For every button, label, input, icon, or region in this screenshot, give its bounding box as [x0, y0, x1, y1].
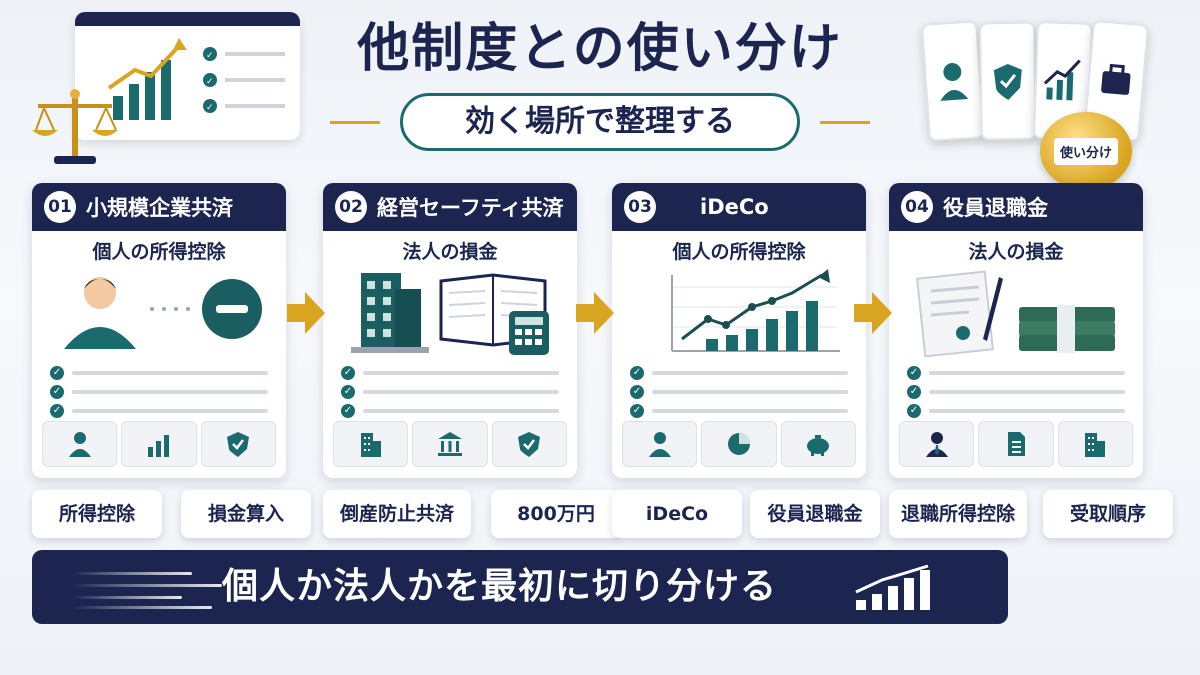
- person-minus-illustration: [64, 277, 262, 349]
- subtitle: 効く場所で整理する: [400, 93, 800, 151]
- panel-title: 小規模企業共済: [86, 196, 233, 220]
- subtitle-right-rule: [820, 121, 870, 124]
- conclusion-banner: 個人か法人かを最初に切り分ける: [32, 550, 1008, 624]
- rising-trend-illustration: [671, 269, 840, 352]
- panel-icon-row: [622, 421, 856, 467]
- growth-chart-icon: ✓ ✓ ✓: [107, 38, 285, 120]
- panel-number: 01: [44, 191, 76, 223]
- panel-icon-row: [42, 421, 276, 467]
- shield-check-icon: [518, 432, 541, 457]
- pen-icon: [983, 277, 1003, 341]
- person-icon: [68, 432, 91, 457]
- panel-header: 01 小規模企業共済: [32, 183, 286, 231]
- subtitle-left-rule: [330, 121, 380, 124]
- checklist: ✓ ✓ ✓: [50, 363, 268, 420]
- briefcase-icon: [1101, 63, 1131, 95]
- panel-executive-retirement: 04 役員退職金 法人の損金 ✓ ✓ ✓: [889, 183, 1143, 478]
- briefcase-card: [1082, 19, 1150, 143]
- panel-number: 03: [624, 191, 656, 223]
- badge-seal: 使い分け: [1040, 112, 1132, 190]
- keyword-chip: 倒産防止共済: [323, 490, 471, 538]
- panel-header: 03 iDeCo: [612, 183, 866, 231]
- chart-board-illustration: ✓ ✓ ✓: [75, 12, 300, 140]
- keyword-chip: iDeCo: [612, 490, 742, 538]
- pie-chart-icon: [727, 433, 750, 455]
- chart-card: [1032, 21, 1094, 141]
- panel-icon-row: [899, 421, 1133, 467]
- panel-header: 02 経営セーフティ共済: [323, 183, 577, 231]
- panel-number: 04: [901, 191, 933, 223]
- panel-subtitle: 個人の所得控除: [92, 241, 226, 263]
- badge-label: 使い分け: [1053, 137, 1118, 165]
- shield-check-icon: [993, 64, 1022, 100]
- speed-line: [72, 584, 222, 587]
- building-icon: [1085, 433, 1106, 457]
- keyword-chip: 役員退職金: [750, 490, 880, 538]
- panel-title: 経営セーフティ共済: [377, 196, 564, 220]
- bank-icon: [437, 432, 462, 456]
- keyword-chip: 800万円: [491, 490, 621, 538]
- subtitle-group: 効く場所で整理する: [330, 93, 870, 151]
- keyword-chip: 所得控除: [32, 490, 162, 538]
- shield-card: [978, 21, 1038, 141]
- contract-money-illustration: [916, 270, 1115, 357]
- person-icon: [648, 432, 671, 457]
- svg-text:✓: ✓: [206, 103, 214, 113]
- panel-subtitle: 法人の損金: [968, 241, 1064, 263]
- building-icon: [360, 433, 381, 457]
- checklist: ✓ ✓ ✓: [907, 363, 1125, 420]
- bar-chart-icon: [147, 435, 169, 457]
- businessman-icon: [925, 432, 948, 457]
- panel-subtitle: 個人の所得控除: [672, 241, 806, 263]
- banner-text: 個人か法人かを最初に切り分ける: [222, 566, 778, 607]
- balance-scale-icon: [32, 89, 118, 164]
- keyword-chip: 退職所得控除: [889, 490, 1027, 538]
- speed-line: [72, 606, 212, 609]
- panel-small-business-mutual-aid: 01 小規模企業共済 個人の所得控除 ✓ ✓ ✓: [32, 183, 286, 478]
- keyword-chip: 受取順序: [1043, 490, 1173, 538]
- svg-text:✓: ✓: [206, 77, 214, 87]
- panel-header: 04 役員退職金: [889, 183, 1143, 231]
- panel-icon-row: [333, 421, 567, 467]
- panel-title: 役員退職金: [943, 196, 1048, 220]
- growth-bars-icon: [855, 564, 930, 610]
- arrow-right-icon: [287, 292, 325, 334]
- document-icon: [1007, 432, 1025, 456]
- person-icon: [940, 63, 969, 101]
- shield-check-icon: [227, 432, 250, 457]
- panel-number: 02: [335, 191, 367, 223]
- building-ledger-illustration: [351, 273, 549, 355]
- speed-line: [72, 596, 182, 599]
- person-card: [920, 20, 986, 142]
- page-title: 他制度との使い分け: [357, 19, 843, 79]
- arrow-right-icon: [576, 292, 614, 334]
- speed-line: [72, 572, 192, 575]
- panel-title: iDeCo: [700, 195, 769, 219]
- growth-chart-icon: [1043, 59, 1081, 101]
- svg-text:✓: ✓: [206, 51, 214, 61]
- panel-safety-mutual-aid: 02 経営セーフティ共済 法人の損金 ✓ ✓ ✓: [323, 183, 577, 478]
- panel-ideco: 03 iDeCo 個人の所得控除 ✓ ✓ ✓: [612, 183, 866, 478]
- piggy-bank-icon: [807, 435, 830, 456]
- arrow-right-icon: [854, 292, 892, 334]
- keyword-chip: 損金算入: [181, 490, 311, 538]
- checklist: ✓ ✓ ✓: [341, 363, 559, 420]
- checklist: ✓ ✓ ✓: [630, 363, 848, 420]
- panel-subtitle: 法人の損金: [402, 241, 498, 263]
